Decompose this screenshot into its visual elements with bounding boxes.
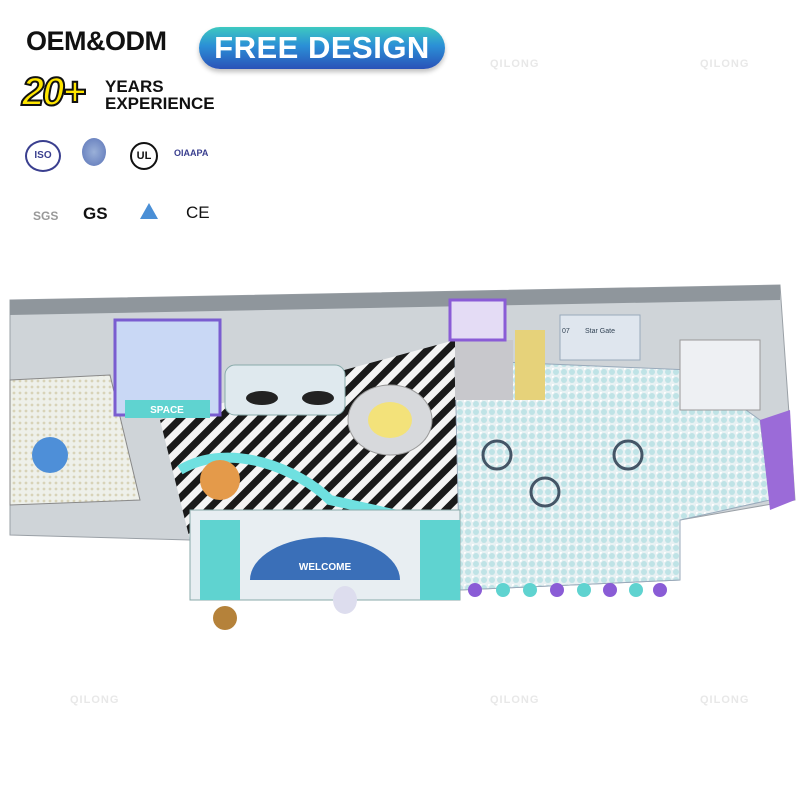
ufo-ride bbox=[32, 437, 68, 473]
years-line1: YEARS bbox=[105, 77, 164, 96]
oem-odm-label: OEM&ODM bbox=[26, 26, 167, 56]
iso-logo: ISO bbox=[25, 140, 61, 172]
ul-logo: UL bbox=[130, 142, 158, 170]
rocket-ride bbox=[200, 460, 240, 500]
watermark: QILONG bbox=[700, 58, 750, 70]
trampoline-platform bbox=[224, 364, 346, 416]
ring-structure bbox=[612, 439, 644, 471]
helipad-room bbox=[679, 339, 761, 411]
sand-pit bbox=[9, 374, 141, 506]
space-sign: SPACE bbox=[150, 405, 184, 416]
trampoline bbox=[302, 391, 334, 405]
iaapa-logo: OIAAPA bbox=[174, 148, 209, 158]
years-line2: EXPERIENCE bbox=[105, 94, 215, 113]
watermark: QILONG bbox=[70, 694, 120, 706]
space-building bbox=[113, 318, 222, 417]
astm-logo bbox=[82, 138, 106, 166]
gs-logo: GS bbox=[83, 204, 108, 223]
stool-row bbox=[468, 583, 667, 597]
astronaut-prop bbox=[333, 586, 357, 614]
star-gate bbox=[559, 314, 641, 361]
free-design-badge: FREE DESIGN bbox=[199, 27, 445, 69]
outer-wall bbox=[10, 285, 780, 315]
purple-tower bbox=[448, 298, 507, 342]
ce-logo: CE bbox=[186, 203, 210, 222]
watermark: QILONG bbox=[490, 694, 540, 706]
teal-track bbox=[177, 452, 422, 525]
ring-structure bbox=[529, 476, 561, 508]
tuv-logo bbox=[140, 203, 158, 219]
watermark: QILONG bbox=[490, 58, 540, 70]
watermark: QILONG bbox=[700, 694, 750, 706]
years-number: 20+ bbox=[21, 69, 87, 115]
sgs-logo: SGS bbox=[33, 209, 59, 223]
planet-prop bbox=[213, 606, 237, 630]
years-experience-label: YEARS EXPERIENCE bbox=[105, 78, 215, 112]
welcome-sign: WELCOME bbox=[299, 562, 352, 573]
wave-slide bbox=[455, 340, 513, 400]
indoor-playground-illustration: SPACE Star Gate 07 WELCOME bbox=[9, 284, 796, 630]
climbing-stairs bbox=[515, 330, 545, 400]
ring-structure bbox=[481, 439, 513, 471]
number-sign: 07 bbox=[562, 328, 570, 335]
star-gate-sign: Star Gate bbox=[585, 328, 615, 335]
trampoline bbox=[246, 391, 278, 405]
